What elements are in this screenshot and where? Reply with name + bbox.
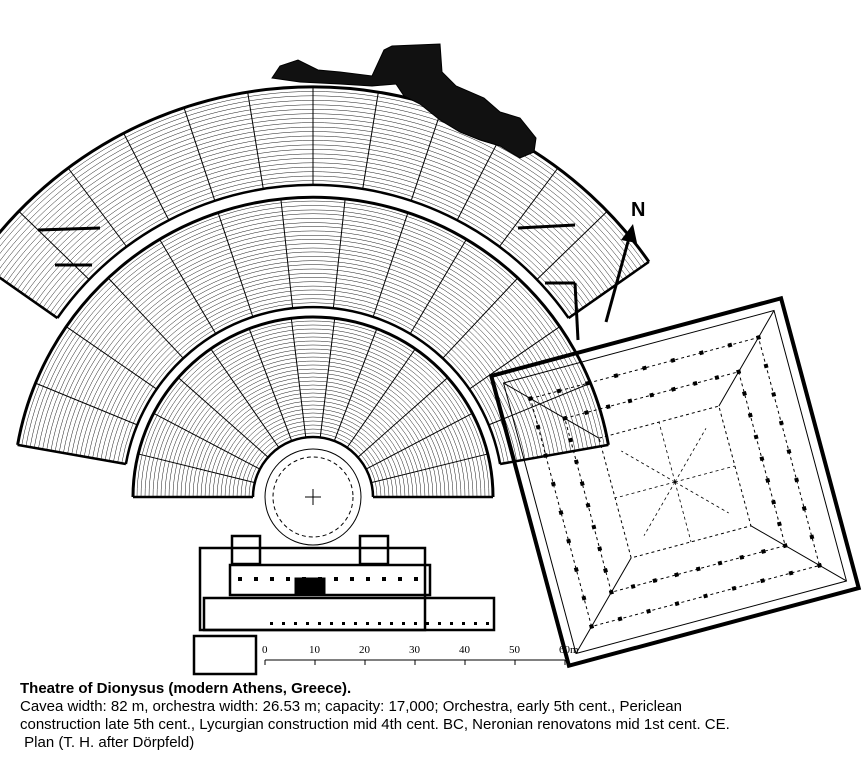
caption-line-1: Cavea width: 82 m, orchestra width: 26.5… xyxy=(20,698,682,715)
acropolis-rock-outcrop xyxy=(271,43,537,159)
scale-label-3: 30 xyxy=(409,644,421,656)
orchestra-floor xyxy=(272,456,354,538)
scale-label-5: 50 xyxy=(509,644,521,656)
middle-tier xyxy=(16,195,610,466)
stage-room-5 xyxy=(192,634,258,676)
cavea xyxy=(0,85,651,499)
caption-line-2: construction late 5th cent., Lycurgian c… xyxy=(20,716,730,733)
odeion-outer-wall xyxy=(488,295,862,669)
orchestra-ring xyxy=(264,448,362,546)
scale-label-1: 10 xyxy=(309,644,321,656)
north-label: N xyxy=(631,199,645,221)
scale-label-4: 40 xyxy=(459,644,471,656)
caption-title: Theatre of Dionysus (modern Athens, Gree… xyxy=(20,680,352,697)
caption: Theatre of Dionysus (modern Athens, Gree… xyxy=(20,680,850,752)
scale-label-6: 60m xyxy=(559,644,579,656)
north-arrow: N xyxy=(604,199,645,323)
lower-tier xyxy=(131,315,495,499)
stage-room-2 xyxy=(358,534,390,566)
stage-room-1 xyxy=(230,534,262,566)
scale-label-2: 20 xyxy=(359,644,371,656)
odeion-hall xyxy=(488,295,862,669)
upper-tier xyxy=(0,85,651,320)
stage-block xyxy=(294,577,326,595)
stage-building xyxy=(192,534,496,676)
stage-room-4 xyxy=(202,596,496,632)
stage-room-3 xyxy=(228,563,432,597)
odeion-of-pericles xyxy=(488,295,862,669)
rock-outcrop-shape xyxy=(271,43,537,159)
caption-line-3: Plan (T. H. after Dörpfeld) xyxy=(20,734,195,751)
scale-bar: 0 10 20 30 40 50 60m xyxy=(262,644,579,665)
theatre-plan: N 0 10 20 30 40 50 60m xyxy=(0,43,862,676)
orchestra xyxy=(264,448,362,546)
scale-label-0: 0 xyxy=(262,644,268,656)
